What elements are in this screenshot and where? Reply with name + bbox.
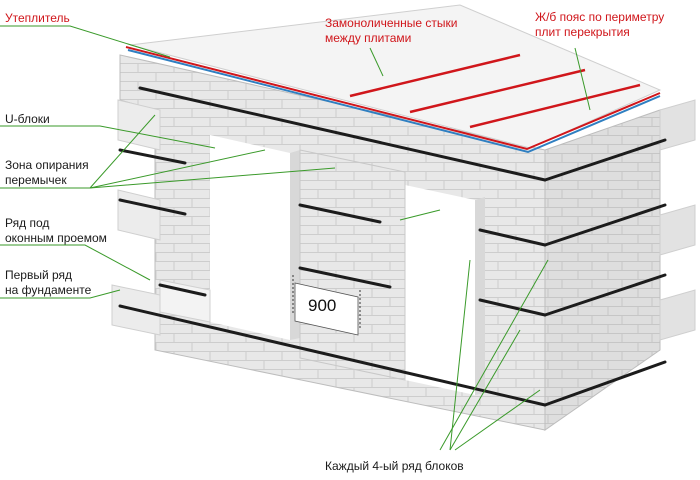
label-perimeter-belt: Ж/б пояс по периметру плит перекрытия <box>535 10 665 39</box>
slab-joint <box>469 83 641 129</box>
label-insulation: Утеплитель <box>5 11 70 25</box>
window-width-value: 900 <box>308 296 337 315</box>
label-slab-joints: Замоноличенные стыки между плитами <box>325 16 458 45</box>
slab-joint <box>349 53 521 98</box>
label-under-window-row: Ряд под оконным проемом <box>5 216 107 245</box>
door-opening <box>405 185 475 395</box>
insulation-line <box>127 49 661 154</box>
side-wall <box>544 109 661 431</box>
label-first-row: Первый ряд на фундаменте <box>5 268 92 297</box>
window-dimension <box>292 275 361 336</box>
middle-pier <box>299 149 406 381</box>
label-u-blocks: U-блоки <box>5 112 50 126</box>
reinforcement-lines <box>118 86 667 407</box>
label-every-fourth-row: Каждый 4-ый ряд блоков <box>325 459 464 473</box>
window-sill-face <box>159 279 211 323</box>
label-support-zone: Зона опирания перемычек <box>5 158 89 187</box>
floor-slab <box>125 4 662 154</box>
window-opening <box>210 135 290 340</box>
slab-joint <box>409 68 586 114</box>
leader-lines <box>0 25 591 451</box>
left-edge-rows <box>117 99 161 151</box>
